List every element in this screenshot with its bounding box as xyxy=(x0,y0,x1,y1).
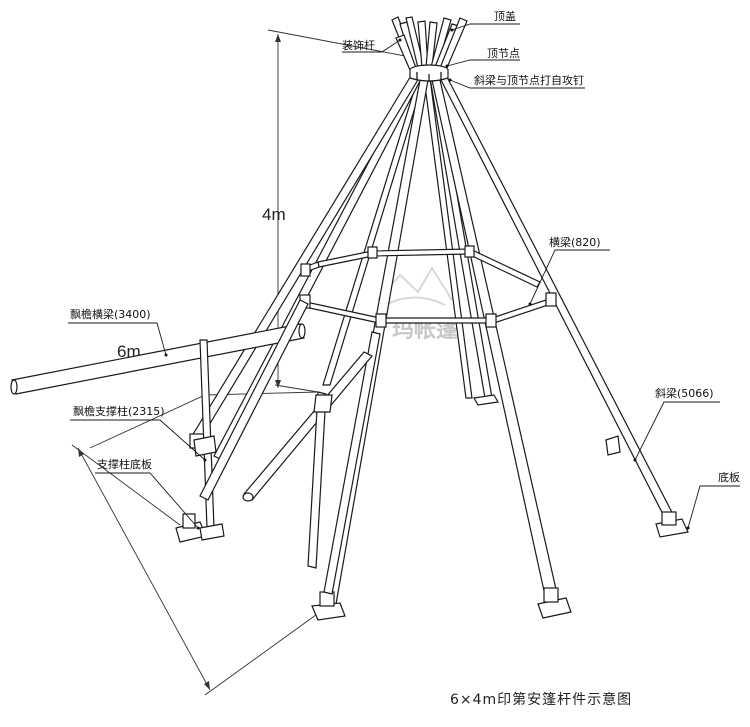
rafter-left-outer xyxy=(191,73,420,441)
decor-poles xyxy=(391,16,468,71)
label-post-base: 支撑柱底板 xyxy=(97,457,152,471)
eave-post-mid xyxy=(323,331,381,595)
top-node xyxy=(409,64,449,82)
callouts: 顶盖 装饰杆 顶节点 斜梁与顶节点打自攻钉 横梁(820) 飘檐横梁(3400)… xyxy=(68,9,740,530)
diagram-caption: 6×4m印第安篷杆件示意图 xyxy=(450,691,632,708)
label-eave-post: 飘檐支撑柱(2315) xyxy=(73,404,165,418)
label-rafter: 斜梁(5066) xyxy=(655,386,714,400)
label-eave-beam: 飘檐横梁(3400) xyxy=(70,307,151,321)
label-base-plate: 底板 xyxy=(718,470,740,484)
label-top-node: 顶节点 xyxy=(487,47,520,60)
label-rafter-screw: 斜梁与顶节点打自攻钉 xyxy=(474,73,584,87)
base-plates xyxy=(189,394,689,621)
eave-structure xyxy=(10,299,381,595)
label-top-cap: 顶盖 xyxy=(494,9,516,23)
label-cross-beam: 横梁(820) xyxy=(549,235,601,249)
height-label: 4m xyxy=(262,205,286,224)
ring-beams xyxy=(299,245,557,328)
label-decor-pole: 装饰杆 xyxy=(342,38,375,52)
